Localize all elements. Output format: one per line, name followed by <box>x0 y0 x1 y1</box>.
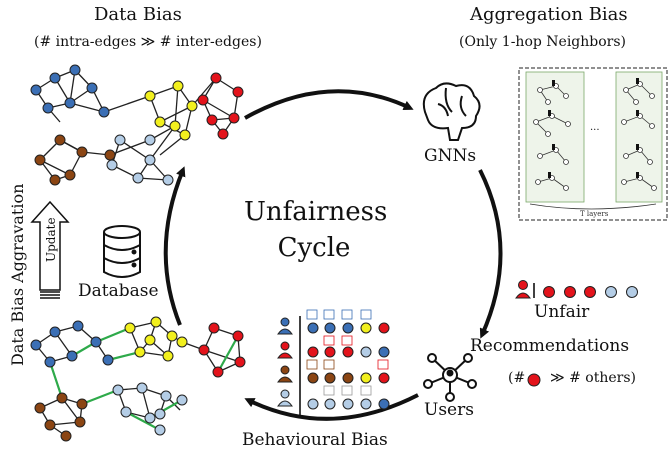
arrow-left <box>163 166 186 326</box>
update-label: Update <box>44 217 58 262</box>
database-icon <box>103 225 141 278</box>
center-title-line1: Unfairness <box>244 197 388 227</box>
graph-top <box>35 69 239 181</box>
users-network-icon <box>423 353 477 402</box>
users-label: Users <box>424 400 474 420</box>
aggregation-bias-title: Aggregation Bias <box>470 4 628 25</box>
arrow-bottom <box>244 393 419 421</box>
graph-bottom-green-edges <box>48 326 239 431</box>
thumbs-up-icon <box>306 309 389 396</box>
center-title: Unfairness Cycle <box>244 194 388 266</box>
aggregation-bias-subtitle: (Only 1-hop Neighbors) <box>459 34 627 50</box>
cycle-arrows <box>163 89 503 421</box>
data-bias-subtitle: (# intra-edges ≫ # inter-edges) <box>34 34 262 50</box>
graph-top-nodes <box>30 64 244 186</box>
matrix-items <box>307 322 390 410</box>
gnns-label: GNNs <box>424 146 477 166</box>
user-icon <box>515 280 531 299</box>
database-label: Database <box>78 281 159 301</box>
recommendations-label: Recommendations <box>470 336 630 356</box>
arrow-top <box>244 89 414 120</box>
center-title-line2: Cycle <box>277 233 351 263</box>
ratio-suffix: ≫ # others) <box>550 370 636 386</box>
data-bias-title: Data Bias <box>94 4 182 25</box>
ratio-prefix: (# <box>508 370 526 386</box>
panel-ellipsis: ... <box>590 122 600 133</box>
arrow-right <box>478 169 503 339</box>
behavioural-bias-label: Behavioural Bias <box>242 430 388 450</box>
matrix-user-icons <box>277 317 293 407</box>
graph-bottom-nodes <box>30 316 246 442</box>
update-arrow-icon <box>30 200 70 299</box>
unfair-label: Unfair <box>534 302 590 322</box>
panel-layers-caption: T layers <box>580 210 609 218</box>
aggregation-panel: ... T layers <box>518 67 668 221</box>
brain-icon <box>422 82 481 141</box>
interaction-matrix <box>277 309 390 416</box>
recommendation-legend <box>515 280 638 387</box>
